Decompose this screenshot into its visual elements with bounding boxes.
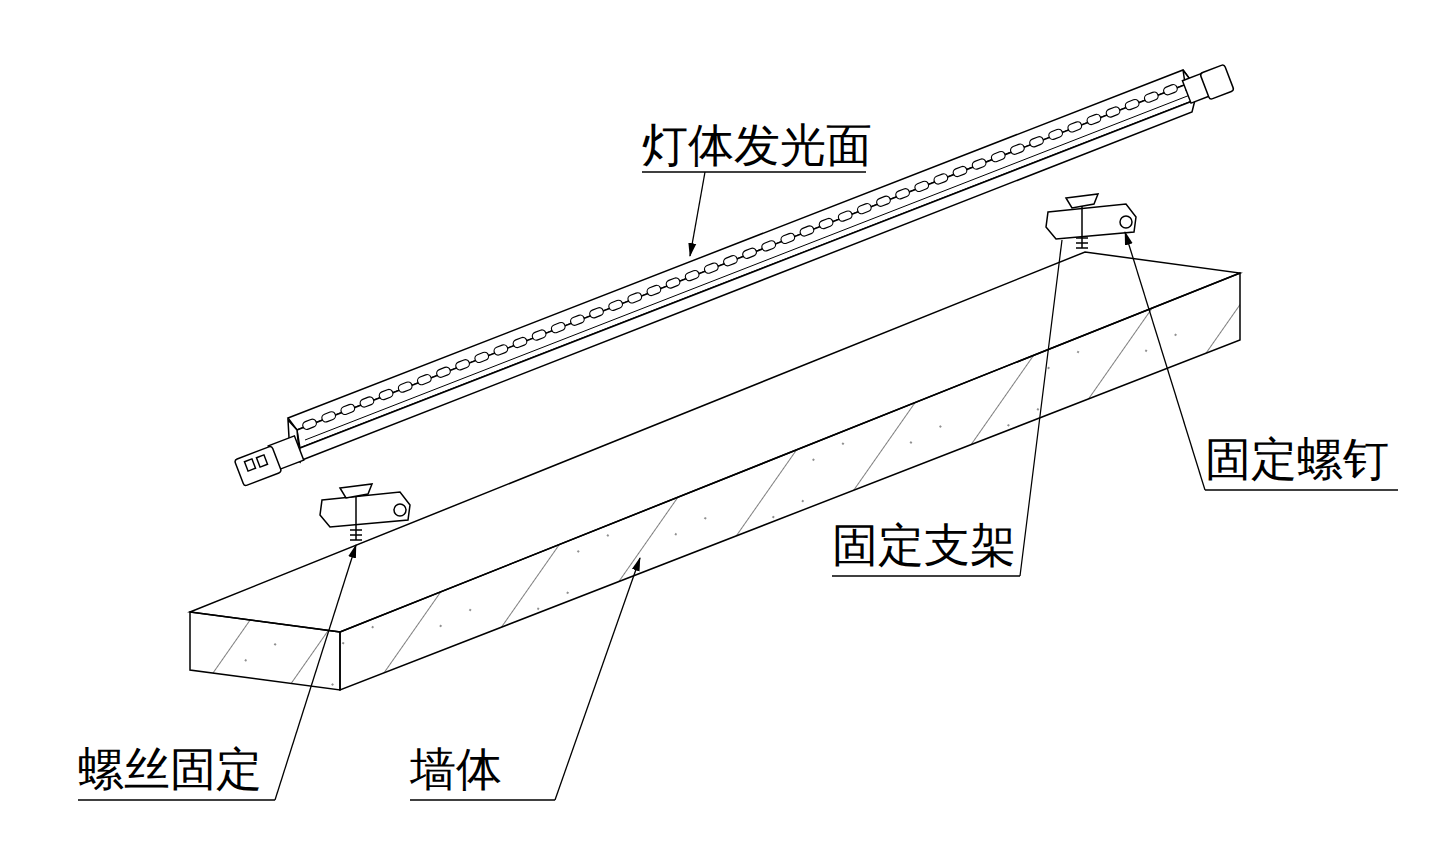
light-slot (1124, 98, 1140, 111)
light-slot (340, 403, 356, 416)
light-slot (646, 284, 662, 297)
light-slot (722, 254, 738, 267)
part-label: 固定支架 (832, 522, 1016, 568)
light-slot (856, 202, 872, 215)
light-slot (397, 381, 413, 394)
leader-lines (78, 172, 1398, 800)
lamp-connector (234, 64, 1234, 486)
light-slot (550, 321, 566, 334)
light-slot (1105, 106, 1121, 119)
light-slot (742, 247, 758, 260)
light-slot (493, 344, 509, 357)
part-label: 墙体 (410, 746, 502, 792)
light-slot (799, 225, 815, 238)
wall-slab (190, 252, 1240, 690)
light-slot (703, 262, 719, 275)
light-slot (627, 292, 643, 305)
light-slot (1048, 128, 1064, 141)
light-slot (971, 158, 987, 171)
light-slot (416, 373, 432, 386)
light-slot (914, 180, 930, 193)
light-slot (512, 336, 528, 349)
part-label: 灯体发光面 (642, 122, 872, 168)
light-slot (818, 217, 834, 230)
light-slot (1086, 113, 1102, 126)
light-slot (378, 388, 394, 401)
light-slot (1009, 143, 1025, 156)
light-slot (990, 150, 1006, 163)
light-slot (455, 359, 471, 372)
light-slot (876, 195, 892, 208)
bracket (320, 194, 1136, 540)
part-label: 螺丝固定 (78, 746, 262, 792)
light-slot (1029, 135, 1045, 148)
light-slot (302, 418, 318, 431)
light-slot (569, 314, 585, 327)
light-slot (531, 329, 547, 342)
light-slot (1162, 83, 1178, 96)
light-slot (474, 351, 490, 364)
light-slot (1067, 121, 1083, 134)
light-slot (321, 411, 337, 424)
light-slot (780, 232, 796, 245)
light-slot (895, 188, 911, 201)
light-slot (933, 173, 949, 186)
light-slot (761, 240, 777, 253)
light-slot (665, 277, 681, 290)
light-slot (1143, 91, 1159, 104)
light-slot (837, 210, 853, 223)
part-label: 固定螺钉 (1205, 436, 1389, 482)
light-slot (436, 366, 452, 379)
light-slot (589, 306, 605, 319)
light-slot (684, 269, 700, 282)
light-slot (608, 299, 624, 312)
light-slot (359, 396, 375, 409)
light-slot (952, 165, 968, 178)
